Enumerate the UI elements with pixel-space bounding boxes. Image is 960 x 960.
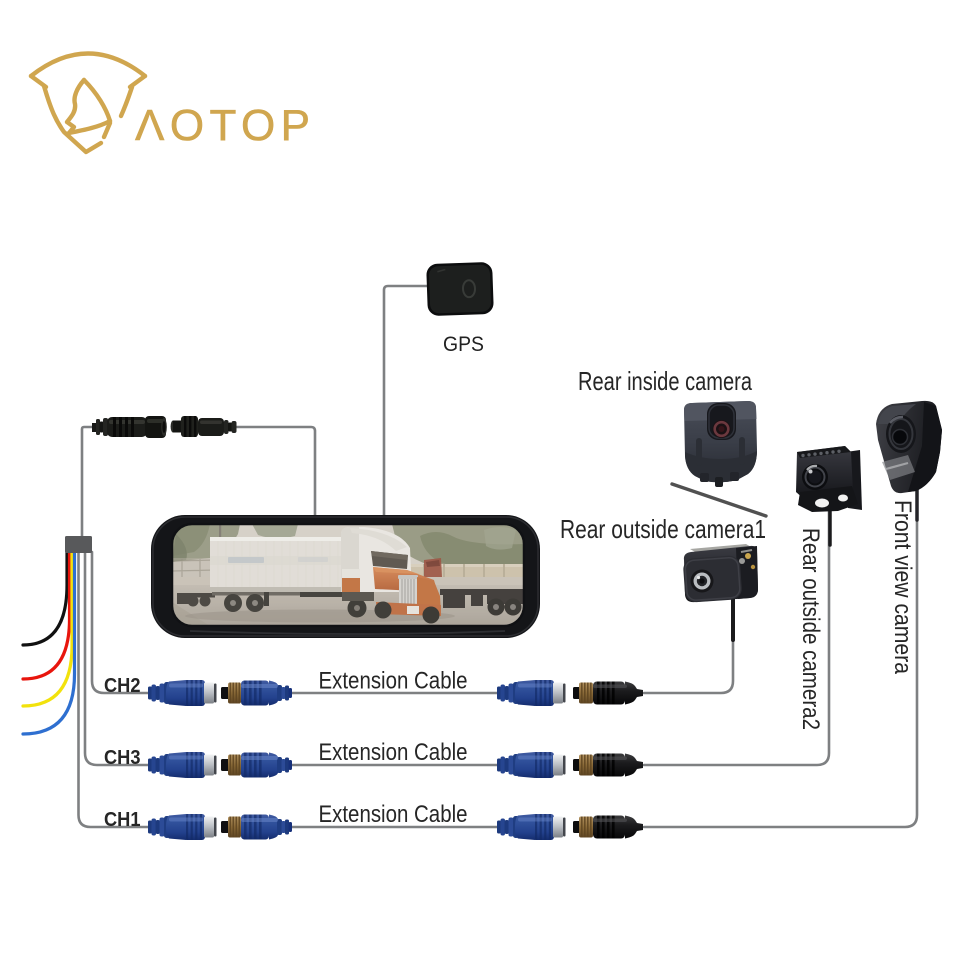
- svg-text:Rear inside camera: Rear inside camera: [578, 366, 752, 396]
- svg-text:GPS: GPS: [443, 332, 484, 356]
- svg-text:Extension Cable: Extension Cable: [319, 739, 468, 766]
- svg-text:Extension Cable: Extension Cable: [319, 668, 468, 695]
- svg-text:CH2: CH2: [104, 675, 141, 697]
- svg-text:Rear outside camera2: Rear outside camera2: [797, 528, 824, 730]
- svg-text:Extension Cable: Extension Cable: [319, 801, 468, 828]
- svg-text:CH1: CH1: [104, 809, 141, 831]
- svg-text:CH3: CH3: [104, 747, 141, 769]
- svg-text:ΛOTOP: ΛOTOP: [135, 101, 310, 150]
- svg-text:Rear outside camera1: Rear outside camera1: [560, 514, 766, 544]
- svg-text:Front view camera: Front view camera: [889, 500, 916, 674]
